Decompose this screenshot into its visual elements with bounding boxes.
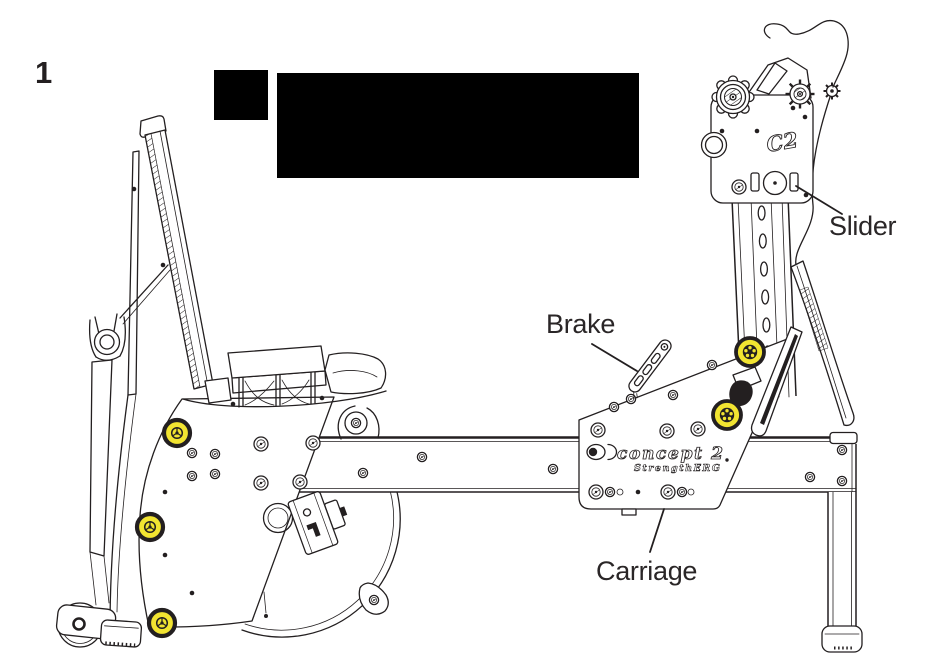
redacted-block-large (277, 73, 639, 178)
pivot-arm (729, 326, 803, 437)
monorail-beam (298, 431, 858, 493)
seat (182, 345, 387, 408)
step-number: 1 (35, 55, 53, 90)
main-body (137, 396, 348, 636)
mast (119, 115, 214, 396)
slider-head: C2 (700, 19, 849, 204)
redacted-block-small (214, 70, 268, 120)
top-roller (337, 405, 380, 440)
slider-label: Slider (829, 211, 897, 241)
adjustment-knob (711, 75, 755, 119)
brake-label: Brake (546, 309, 616, 339)
lock-plunger (750, 170, 799, 196)
slider-leader-line (795, 185, 843, 215)
front-support-arm (89, 359, 137, 629)
rear-leg (821, 491, 863, 653)
logo-subtext: StrengthERG (634, 463, 720, 474)
tension-gear (823, 82, 841, 100)
tension-cable (763, 19, 849, 88)
logo-text: concept 2 (617, 444, 723, 464)
carriage-label: Carriage (596, 556, 698, 586)
carriage-leader-line (649, 508, 665, 553)
handle-hook-bracket (287, 491, 348, 555)
leader-lines (591, 185, 843, 553)
concept2-logo: concept 2 StrengthERG (586, 444, 729, 474)
carriage: concept 2 StrengthERG (578, 326, 803, 516)
bottom-roller (358, 582, 389, 615)
brake-leader-line (591, 343, 638, 372)
back-pad (790, 93, 855, 427)
brake-lever (628, 339, 672, 400)
sprocket (785, 79, 815, 109)
c2-mark: C2 (765, 127, 800, 157)
front-foot (55, 602, 143, 648)
pulley-bracket (88, 313, 126, 361)
